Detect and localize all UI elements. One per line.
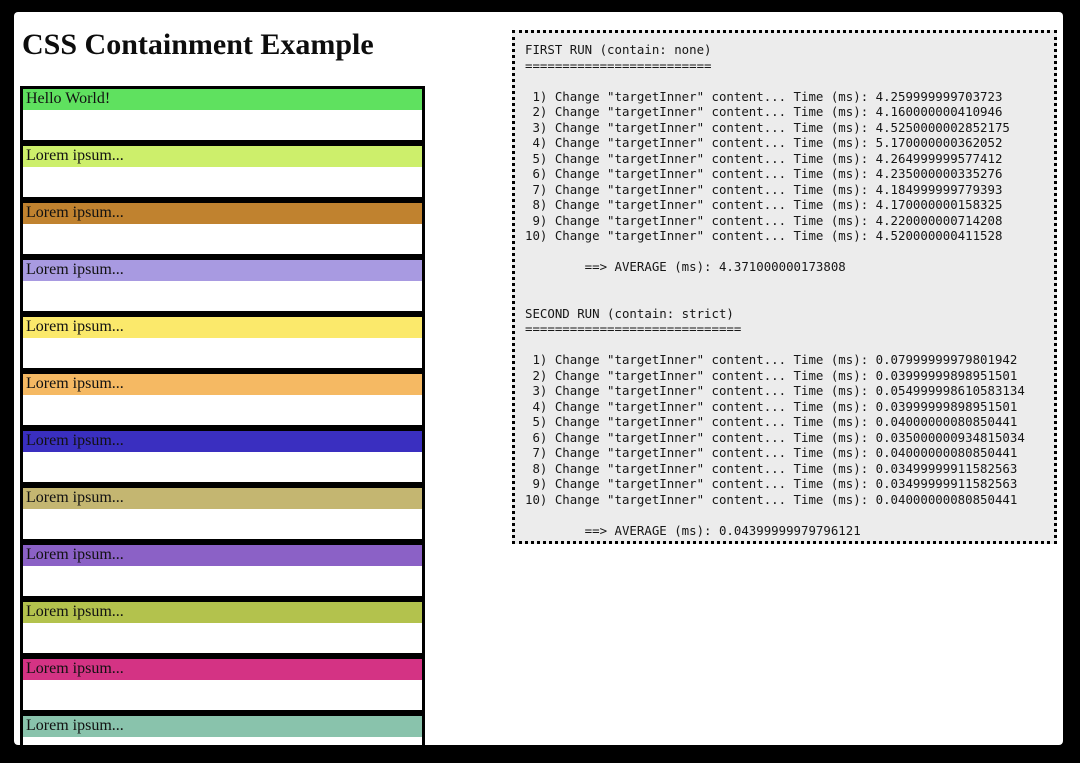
benchmark-console: FIRST RUN (contain: none) ==============… (512, 30, 1057, 544)
section-body (23, 110, 422, 140)
console-line: 4) Change "targetInner" content... Time … (525, 135, 1003, 150)
demo-section: Lorem ipsum... (23, 488, 422, 545)
demo-section: Lorem ipsum... (23, 431, 422, 488)
demo-section: Lorem ipsum... (23, 602, 422, 659)
section-body (23, 167, 422, 197)
section-header-stripe: Lorem ipsum... (23, 146, 422, 167)
console-line: 9) Change "targetInner" content... Time … (525, 476, 1018, 491)
section-header-stripe: Hello World! (23, 89, 422, 110)
console-line: 8) Change "targetInner" content... Time … (525, 460, 1018, 476)
console-line: 4) Change "targetInner" content... Time … (525, 398, 1018, 414)
console-line: 1) Change "targetInner" content... Time … (525, 88, 1003, 104)
containment-demo-box: Hello World! Lorem ipsum... Lorem ipsum.… (20, 86, 425, 745)
run-average: ==> AVERAGE (ms): 0.04399999979796121 (525, 522, 861, 538)
section-body (23, 338, 422, 368)
run-rows: 1) Change "targetInner" content... Time … (525, 352, 1044, 507)
run-underline: ============================= (525, 321, 742, 336)
demo-section: Lorem ipsum... (23, 146, 422, 203)
console-line: 10) Change "targetInner" content... Time… (525, 491, 1018, 507)
run-heading: FIRST RUN (contain: none) (525, 42, 712, 57)
demo-section: Lorem ipsum... (23, 659, 422, 716)
console-line: 6) Change "targetInner" content... Time … (525, 166, 1003, 181)
section-header-stripe: Lorem ipsum... (23, 260, 422, 281)
section-body (23, 452, 422, 482)
run-rows: 1) Change "targetInner" content... Time … (525, 89, 1044, 244)
run-heading: SECOND RUN (contain: strict) (525, 305, 734, 321)
section-header-stripe: Lorem ipsum... (23, 374, 422, 395)
section-body (23, 395, 422, 425)
demo-section: Lorem ipsum... (23, 716, 422, 745)
section-body (23, 224, 422, 254)
demo-section: Hello World! (23, 89, 422, 146)
section-header-stripe: Lorem ipsum... (23, 545, 422, 566)
section-body (23, 737, 422, 745)
second-run-block: SECOND RUN (contain: strict) ===========… (525, 306, 1044, 539)
console-line: 7) Change "targetInner" content... Time … (525, 445, 1018, 460)
console-line: 2) Change "targetInner" content... Time … (525, 367, 1018, 383)
section-header-stripe: Lorem ipsum... (23, 203, 422, 224)
run-average: ==> AVERAGE (ms): 4.371000000173808 (525, 259, 846, 274)
console-line: 5) Change "targetInner" content... Time … (525, 150, 1003, 166)
demo-section: Lorem ipsum... (23, 374, 422, 431)
page-title: CSS Containment Example (22, 28, 374, 61)
section-header-stripe: Lorem ipsum... (23, 659, 422, 680)
console-line: 3) Change "targetInner" content... Time … (525, 383, 1025, 398)
demo-section: Lorem ipsum... (23, 260, 422, 317)
section-body (23, 623, 422, 653)
section-header-stripe: Lorem ipsum... (23, 317, 422, 338)
console-line: 6) Change "targetInner" content... Time … (525, 429, 1025, 445)
console-line: 9) Change "targetInner" content... Time … (525, 212, 1003, 228)
section-header-stripe: Lorem ipsum... (23, 602, 422, 623)
section-header-stripe: Lorem ipsum... (23, 716, 422, 737)
console-line: 7) Change "targetInner" content... Time … (525, 181, 1003, 197)
console-line: 1) Change "targetInner" content... Time … (525, 352, 1018, 367)
section-body (23, 566, 422, 596)
section-header-stripe: Lorem ipsum... (23, 488, 422, 509)
console-line: 3) Change "targetInner" content... Time … (525, 119, 1010, 135)
console-line: 2) Change "targetInner" content... Time … (525, 104, 1003, 119)
section-body (23, 509, 422, 539)
run-underline: ========================= (525, 57, 712, 73)
console-line: 10) Change "targetInner" content... Time… (525, 228, 1003, 243)
demo-section: Lorem ipsum... (23, 545, 422, 602)
section-body (23, 281, 422, 311)
console-line: 8) Change "targetInner" content... Time … (525, 197, 1003, 212)
first-run-block: FIRST RUN (contain: none) ==============… (525, 42, 1044, 275)
page: CSS Containment Example Hello World! Lor… (14, 12, 1063, 745)
demo-section: Lorem ipsum... (23, 317, 422, 374)
section-body (23, 680, 422, 710)
section-header-stripe: Lorem ipsum... (23, 431, 422, 452)
console-line: 5) Change "targetInner" content... Time … (525, 414, 1018, 429)
demo-section: Lorem ipsum... (23, 203, 422, 260)
